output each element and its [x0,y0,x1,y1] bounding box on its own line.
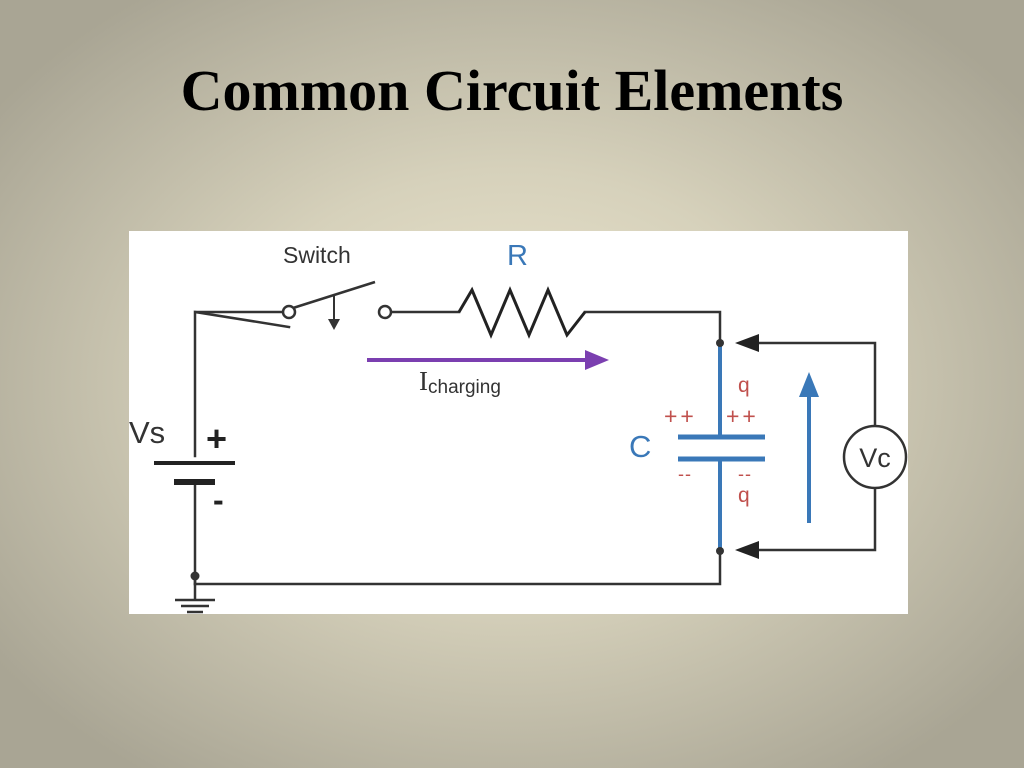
source-plus-label: + [206,418,227,459]
negative-charge-right: -- [738,464,752,484]
negative-charge-left: -- [678,464,692,484]
current-label-sub: charging [428,377,501,398]
wire-voltmeter-bottom [747,481,877,552]
probe-arrowhead-bottom [735,541,759,559]
switch-label: Switch [283,242,351,268]
wire-voltmeter-top [747,341,877,429]
wires [193,310,877,586]
circuit-svg: Switch R Icharging Vs + - C q q ++ ++ --… [129,240,908,614]
voltage-arrowhead [799,372,819,397]
ground-symbol [175,571,215,614]
source-label: Vs [129,415,165,450]
capacitor-node-bottom [716,547,724,555]
current-arrow [367,350,609,370]
positive-charge-right: ++ [726,403,759,429]
switch-terminal-left [281,304,297,320]
wire-bottom [193,551,722,586]
voltmeter-symbol [842,424,908,490]
positive-charge-left: ++ [664,403,697,429]
charge-bottom-label: q [738,484,750,507]
switch-actuator-arrowhead [328,319,340,330]
circuit-diagram: Switch R Icharging Vs + - C q q ++ ++ --… [129,231,908,614]
resistor-label: R [507,240,528,272]
capacitor-symbol [678,339,765,555]
capacitor-label: C [629,429,651,464]
wire-resistor-capacitor [583,310,722,345]
voltage-arrow [799,372,819,523]
switch-symbol [281,280,393,330]
slide-title: Common Circuit Elements [180,58,844,123]
battery-symbol [154,461,235,485]
probe-arrowhead-top [735,334,759,352]
source-minus-label: - [213,482,224,518]
resistor-symbol [457,286,587,339]
voltmeter-label: Vc [859,443,891,473]
capacitor-node-top [716,339,724,347]
charge-top-label: q [738,374,750,397]
current-label: Icharging [419,366,501,398]
current-label-main: I [419,366,428,396]
switch-terminal-right [377,304,393,320]
current-arrowhead [585,350,609,370]
